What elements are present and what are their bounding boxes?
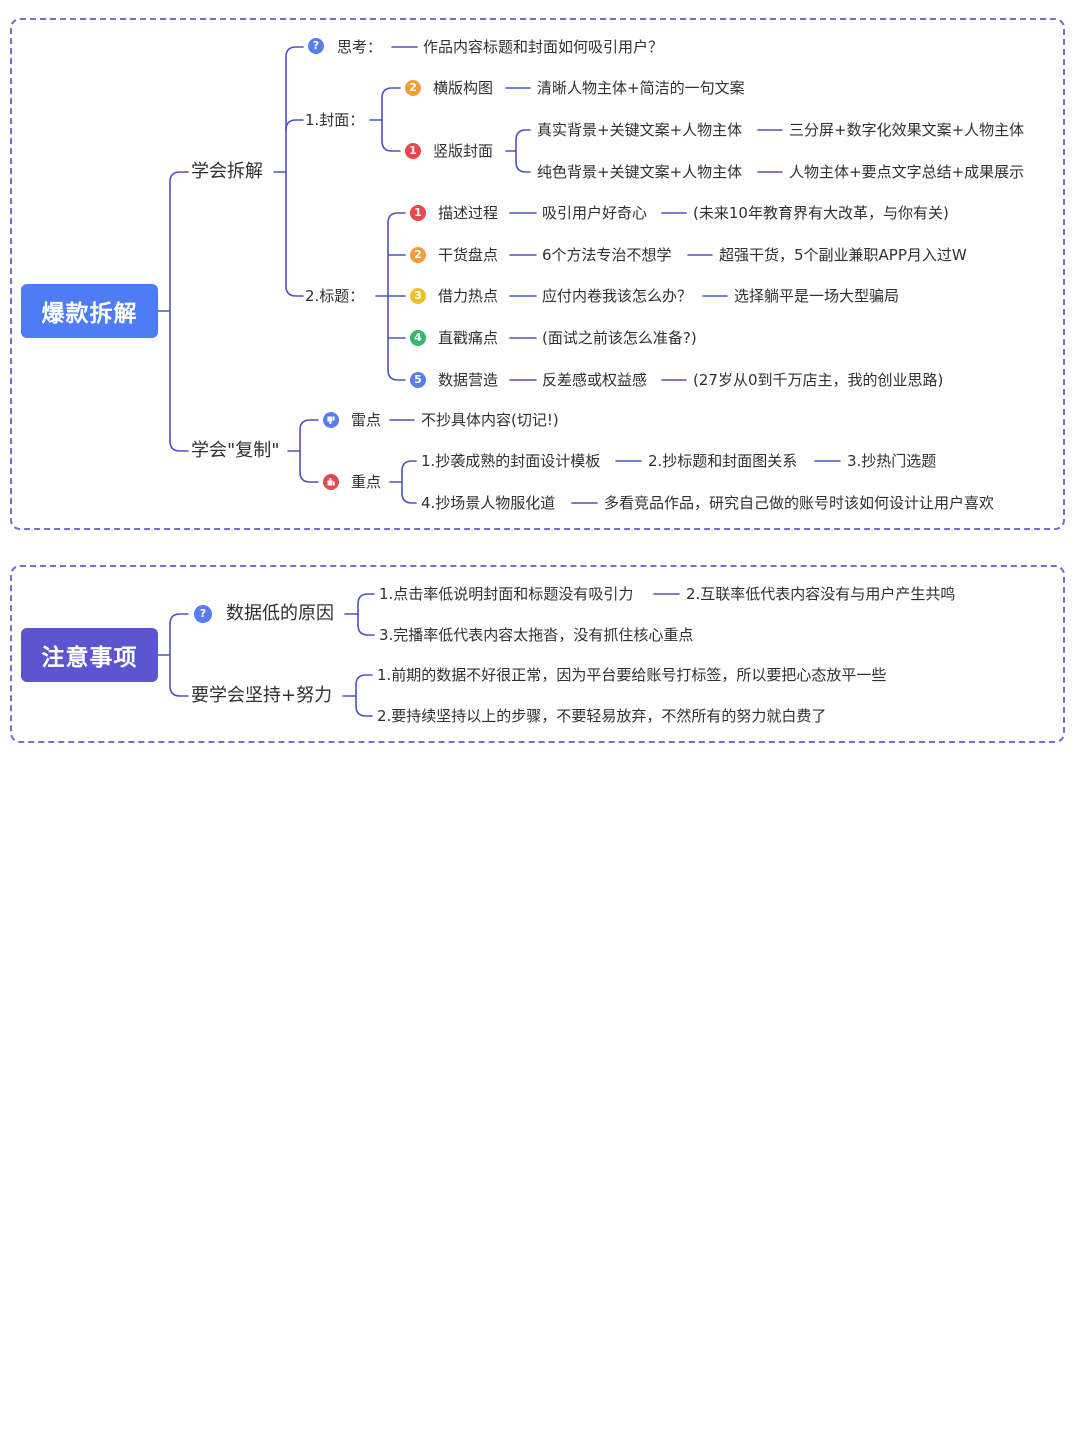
panel-viral-breakdown xyxy=(10,18,1065,530)
root-viral-breakdown: 爆款拆解 xyxy=(21,284,158,338)
number-4-icon: 4 xyxy=(410,330,426,346)
title-item-a: 吸引用户好奇心 xyxy=(542,204,648,222)
cover-vertical-2: 纯色背景+关键文案+人物主体 xyxy=(537,163,743,181)
number-3-icon: 3 xyxy=(410,288,426,304)
key-label: 重点 xyxy=(351,473,382,491)
cover-label: 1.封面： xyxy=(305,111,365,129)
branch-low-data: 数据低的原因 xyxy=(226,603,334,624)
cover-vertical-1: 真实背景+关键文案+人物主体 xyxy=(537,121,743,139)
title-item-b: (未来10年教育界有大改革，与你有关) xyxy=(693,204,949,222)
title-item-b: (27岁从0到千万店主，我的创业思路) xyxy=(693,371,944,389)
cover-horizontal-text: 清晰人物主体+简洁的一句文案 xyxy=(537,79,745,97)
key-item-1: 1.抄袭成熟的封面设计模板 xyxy=(421,452,601,470)
branch-learn-breakdown: 学会拆解 xyxy=(191,161,263,182)
title-item-label: 数据营造 xyxy=(438,371,499,389)
key-item-2: 2.抄标题和封面图关系 xyxy=(648,452,798,470)
cover-horizontal-label: 横版构图 xyxy=(433,79,494,97)
branch-learn-copy: 学会"复制" xyxy=(191,440,280,461)
title-item-a: (面试之前该怎么准备?) xyxy=(542,329,697,347)
number-1-icon: 1 xyxy=(405,143,421,159)
key-item-4: 4.抄场景人物服化道 xyxy=(421,494,556,512)
persist-1: 1.前期的数据不好很正常，因为平台要给账号打标签，所以要把心态放平一些 xyxy=(377,666,887,684)
root-notes: 注意事项 xyxy=(21,628,158,682)
panel-notes xyxy=(10,565,1065,743)
thumbs-down-icon xyxy=(323,412,339,428)
number-2-icon: 2 xyxy=(405,80,421,96)
branch-persist: 要学会坚持+努力 xyxy=(191,685,333,706)
title-item-b: 超强干货，5个副业兼职APP月入过W xyxy=(719,246,967,264)
thumbs-up-icon xyxy=(323,474,339,490)
key-item-3: 3.抄热门选题 xyxy=(847,452,937,470)
title-label: 2.标题： xyxy=(305,287,365,305)
title-item-b: 选择躺平是一场大型骗局 xyxy=(734,287,900,305)
think-label: 思考： xyxy=(337,38,383,56)
title-item-a: 应付内卷我该怎么办？ xyxy=(542,287,693,305)
question-icon: ? xyxy=(308,38,324,54)
cover-vertical-2-next: 人物主体+要点文字总结+成果展示 xyxy=(789,163,1025,181)
cover-vertical-label: 竖版封面 xyxy=(433,142,494,160)
key-item-5: 多看竞品作品，研究自己做的账号时该如何设计让用户喜欢 xyxy=(604,494,995,512)
persist-2: 2.要持续坚持以上的步骤，不要轻易放弃，不然所有的努力就白费了 xyxy=(377,707,827,725)
cover-vertical-1-next: 三分屏+数字化效果文案+人物主体 xyxy=(789,121,1025,139)
number-2-icon: 2 xyxy=(410,247,426,263)
think-text: 作品内容标题和封面如何吸引用户？ xyxy=(423,38,664,56)
low-reason-3: 3.完播率低代表内容太拖沓，没有抓住核心重点 xyxy=(379,626,694,644)
title-item-a: 6个方法专治不想学 xyxy=(542,246,672,264)
low-reason-2: 2.互联率低代表内容没有与用户产生共鸣 xyxy=(686,585,956,603)
title-item-label: 描述过程 xyxy=(438,204,499,222)
low-reason-1: 1.点击率低说明封面和标题没有吸引力 xyxy=(379,585,634,603)
title-item-label: 干货盘点 xyxy=(438,246,499,264)
question-icon: ? xyxy=(194,605,212,623)
number-5-icon: 5 xyxy=(410,372,426,388)
title-item-label: 直戳痛点 xyxy=(438,329,499,347)
title-item-label: 借力热点 xyxy=(438,287,499,305)
thunder-text: 不抄具体内容(切记!) xyxy=(421,411,559,429)
thunder-label: 雷点 xyxy=(351,411,382,429)
title-item-a: 反差感或权益感 xyxy=(542,371,648,389)
number-1-icon: 1 xyxy=(410,205,426,221)
